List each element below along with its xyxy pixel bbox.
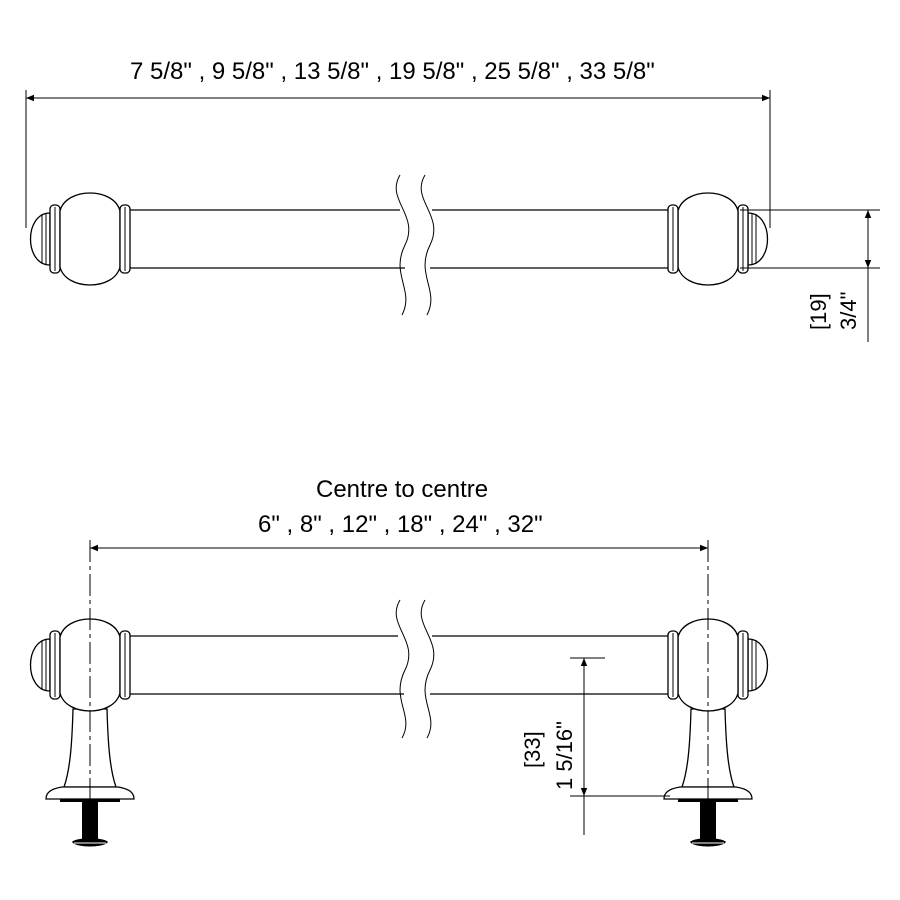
projection-dimension <box>570 657 670 835</box>
top-view-handle <box>29 174 769 316</box>
overall-length-label: 7 5/8" , 9 5/8" , 13 5/8" , 19 5/8" , 25… <box>130 58 655 85</box>
projection-mm-label: [33] <box>520 731 545 768</box>
front-view-handle <box>29 540 769 848</box>
diameter-dimension <box>740 209 880 342</box>
break-line-icon <box>395 174 410 316</box>
diameter-mm-label: [19] <box>806 293 831 330</box>
centre-values-label: 6" , 8" , 12" , 18" , 24" , 32" <box>258 511 543 538</box>
top-overall-dimension <box>25 90 771 228</box>
projection-in-label: 1 5/16" <box>552 721 577 790</box>
centre-title: Centre to centre <box>316 476 489 503</box>
diameter-in-label: 3/4" <box>836 291 861 330</box>
